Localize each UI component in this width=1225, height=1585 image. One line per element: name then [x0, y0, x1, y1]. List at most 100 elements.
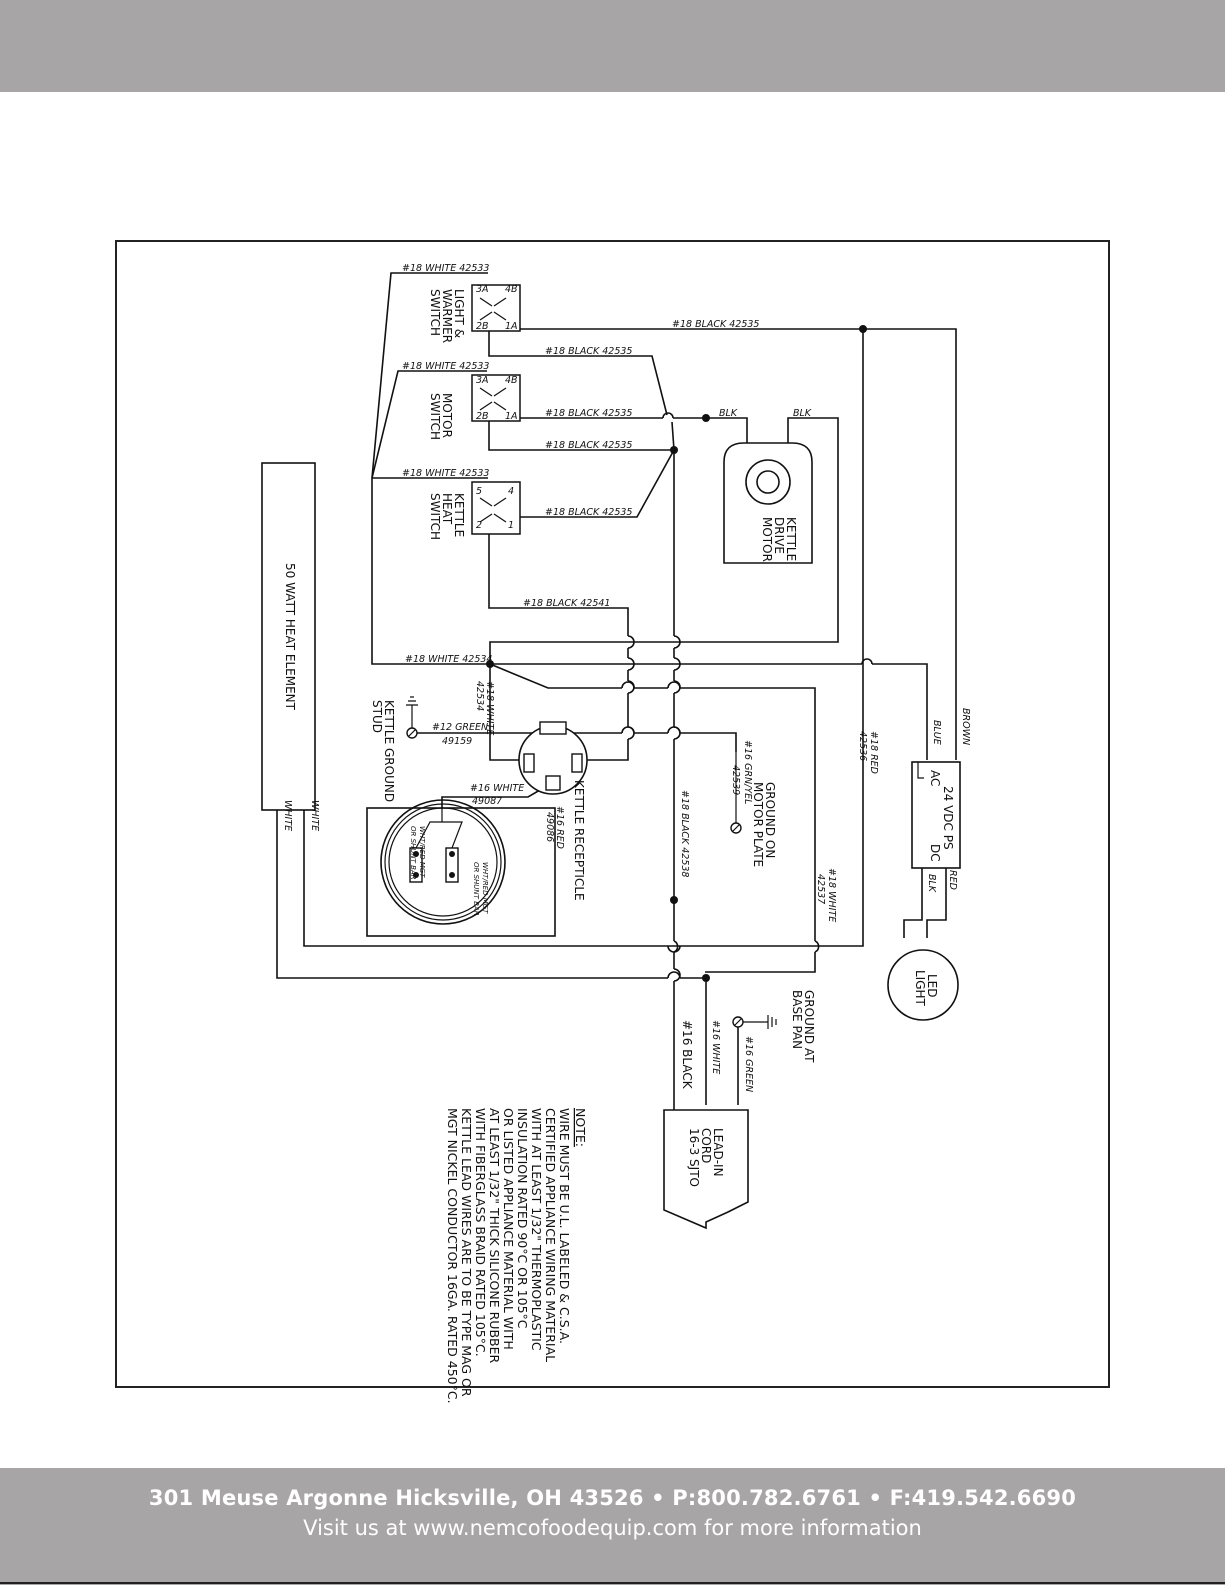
- ps-ac-label: AC: [928, 770, 942, 786]
- wires: [276, 272, 957, 1110]
- kettle-drive-motor: [723, 442, 813, 564]
- footer-band: 301 Meuse Argonne Hicksville, OH 43526 •…: [0, 1468, 1225, 1585]
- pin-1: 1: [508, 520, 514, 531]
- light-switch-label-1: LIGHT &: [452, 289, 466, 338]
- label-blue: BLUE: [931, 720, 942, 745]
- receptacle-label: KETTLE RECEPTICLE: [572, 780, 586, 901]
- kettle-switch-label-3: SWITCH: [428, 493, 442, 540]
- kettle-heating-bowl: [366, 799, 556, 937]
- shunt-label-3: WHT/RED MGT: [418, 826, 426, 878]
- label-blk-ps: BLK: [926, 874, 937, 893]
- junction-dot: [670, 896, 678, 904]
- label-49159: 49159: [442, 736, 472, 747]
- pin-4b: 4B: [505, 284, 518, 295]
- label-blk: BLK: [719, 408, 738, 419]
- pin-2b: 2B: [476, 411, 489, 422]
- leadin-label-3: 16-3 SJTO: [687, 1128, 701, 1187]
- shunt-label-2: OR SHUNT BAR: [472, 862, 480, 916]
- label-blk: BLK: [793, 408, 812, 419]
- note-line-4: INSULATION RATED 90°C OR 105°C: [515, 1108, 530, 1329]
- pin-3a: 3A: [476, 284, 489, 295]
- note-line-5: OR LISTED APPLIANCE MATERIAL WITH: [501, 1108, 516, 1350]
- led-light: [887, 949, 959, 1021]
- label-white-16b: #16 WHITE: [710, 1020, 721, 1074]
- label-black-42535: #18 BLACK 42535: [672, 319, 759, 330]
- pin-1a: 1A: [505, 321, 518, 332]
- label-green-16: #16 GREEN: [743, 1036, 754, 1092]
- shunt-label-4: OR SHUNT BAR: [409, 826, 417, 880]
- kettle-switch-label-1: KETTLE: [452, 493, 466, 537]
- label-white-42534: #18 WHITE 42534: [405, 654, 492, 665]
- label-green-12: #12 GREEN: [432, 722, 488, 733]
- ground-motor-label-2: MOTOR PLATE: [751, 782, 765, 867]
- ground-symbol-base: [732, 1015, 777, 1029]
- label-white-short-b: #18 WHITE: [826, 868, 837, 922]
- label-brown: BROWN: [960, 708, 971, 745]
- led-label-1: LED: [925, 974, 939, 998]
- label-42534: 42534: [474, 681, 485, 711]
- ps-dc-label: DC: [928, 844, 942, 862]
- label-red-16: #16 RED: [554, 806, 565, 849]
- ground-stud-label-1: KETTLE GROUND: [382, 700, 396, 802]
- label-black-42538: #18 BLACK 42538: [679, 790, 690, 877]
- pin-4b: 4B: [505, 375, 518, 386]
- note-line-2: CERTIFIED APPLIANCE WIRING MATERIAL: [543, 1108, 558, 1362]
- note-line-3: WITH AT LEAST 1/32" THERMOPLASTIC: [529, 1108, 544, 1351]
- label-red: RED: [947, 870, 958, 890]
- light-warmer-switch: 3A 4B 2B 1A: [471, 284, 521, 332]
- label-42539: 42539: [730, 765, 741, 795]
- wire-labels: #18 WHITE 42533 #18 WHITE 42533 #18 WHIT…: [282, 263, 971, 1092]
- ps-label: 24 VDC PS: [941, 786, 955, 850]
- note-line-1: WIRE MUST BE U.L. LABELED & C.S.A.: [557, 1108, 572, 1344]
- power-supply-24vdc: [911, 761, 961, 869]
- note-line-8: KETTLE LEAD WIRES ARE TO BE TYPE MAG OR: [459, 1108, 474, 1397]
- label-white-42533: #18 WHITE 42533: [402, 263, 489, 274]
- heat-element-label: 50 WATT HEAT ELEMENT: [283, 563, 297, 711]
- ground-motor-label-1: GROUND ON: [763, 782, 777, 858]
- label-black-42535: #18 BLACK 42535: [545, 408, 632, 419]
- label-red-18: #18 RED: [868, 731, 879, 774]
- note-title: NOTE:: [573, 1108, 588, 1147]
- header-band: [0, 0, 1225, 92]
- note-block: NOTE: WIRE MUST BE U.L. LABELED & C.S.A.…: [445, 1108, 588, 1404]
- label-white-42533: #18 WHITE 42533: [402, 361, 489, 372]
- motor-label-1: KETTLE: [784, 517, 798, 561]
- label-grnyel-16: #16 GRN/YEL: [742, 740, 753, 804]
- pin-2: 2: [476, 520, 482, 531]
- pin-4: 4: [508, 486, 514, 497]
- pin-2b: 2B: [476, 321, 489, 332]
- label-white-16: #16 WHITE: [470, 783, 524, 794]
- pin-5: 5: [476, 486, 482, 497]
- diagram-frame: [115, 240, 1110, 1388]
- lead-in-cord: [663, 1109, 749, 1230]
- leadin-label-1: LEAD-IN: [711, 1128, 725, 1177]
- label-black-42535: #18 BLACK 42535: [545, 346, 632, 357]
- led-label-2: LIGHT: [913, 970, 927, 1007]
- ground-symbol-motor: [730, 752, 742, 834]
- note-line-9: MGT NICKEL CONDUCTOR 16GA. RATED 450°C.: [445, 1108, 460, 1404]
- label-42537: 42537: [815, 874, 826, 904]
- footer-website: Visit us at www.nemcofoodequip.com for m…: [303, 1516, 922, 1540]
- ground-base-label-1: GROUND AT: [802, 990, 816, 1063]
- motor-label-3: MOTOR: [760, 517, 774, 562]
- light-switch-label-2: WARMER: [440, 289, 454, 343]
- light-switch-label-3: SWITCH: [428, 289, 442, 336]
- leadin-label-2: CORD: [699, 1128, 713, 1163]
- label-white-42533: #18 WHITE 42533: [402, 468, 489, 479]
- motor-switch: 3A 4B 2B 1A: [471, 374, 521, 422]
- motor-switch-label-2: SWITCH: [428, 393, 442, 440]
- label-white-element-b: WHITE: [309, 800, 320, 831]
- bottom-rule: [0, 1582, 1225, 1584]
- footer-address: 301 Meuse Argonne Hicksville, OH 43526 •…: [148, 1486, 1077, 1510]
- heat-element: [261, 462, 316, 811]
- label-black-42535: #18 BLACK 42535: [545, 440, 632, 451]
- label-42536: 42536: [857, 731, 868, 761]
- label-49087: 49087: [472, 796, 502, 807]
- label-49086: 49086: [544, 812, 555, 842]
- ground-symbol-stud: [406, 696, 418, 739]
- motor-label-2: DRIVE: [772, 517, 786, 554]
- kettle-heat-switch: 5 4 2 1: [471, 481, 521, 535]
- shunt-label-1: WHT/RED MGT: [481, 862, 489, 914]
- label-black-16: #16 BLACK: [680, 1020, 694, 1090]
